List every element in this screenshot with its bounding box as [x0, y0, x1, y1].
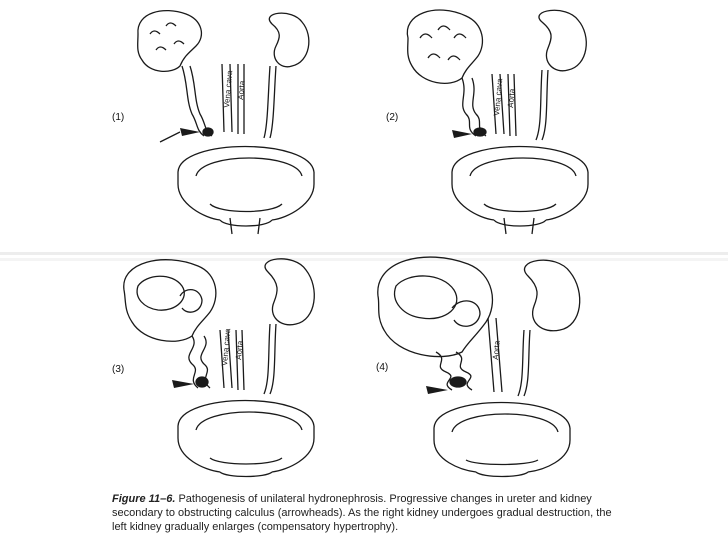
arrowhead-marker — [452, 130, 472, 138]
figure-caption: Figure 11–6. Pathogenesis of unilateral … — [112, 492, 624, 534]
stage-panel-4: (4) Aorta — [376, 256, 636, 488]
ureter-right — [263, 65, 277, 139]
pelvis-outline — [177, 172, 315, 221]
kidney-calyces — [149, 22, 185, 51]
divider-band-middle — [0, 258, 728, 261]
vena-cava-label: Vena cava — [492, 78, 504, 117]
kidney-diagram: Aorta — [377, 256, 581, 478]
ureter-left — [188, 335, 199, 389]
arrowhead-marker — [172, 380, 194, 388]
right-kidney-shape — [377, 256, 494, 358]
bladder-top — [451, 145, 589, 173]
panel-label: (2) — [386, 112, 399, 123]
stage-panel-1: (1) Vena cava Aorta — [112, 4, 380, 236]
ureter-right — [517, 329, 531, 397]
vena-cava-label: Vena cava — [222, 70, 234, 109]
aorta-vessel — [487, 317, 503, 393]
calculus — [195, 376, 209, 388]
calculus — [449, 376, 467, 388]
vena-cava-label: Vena cava — [220, 328, 232, 367]
aorta-label: Aorta — [506, 88, 517, 108]
ureter-right — [535, 69, 549, 141]
panel-label: (3) — [112, 364, 125, 375]
panel-label: (1) — [112, 112, 125, 123]
ureter-left — [461, 77, 477, 137]
stage-panel-3: (3) Vena cava Aorta — [112, 256, 380, 488]
kidney-calyces — [419, 25, 467, 61]
left-kidney-shape — [264, 258, 315, 326]
ureter-right — [263, 323, 277, 395]
aorta-vessel — [237, 64, 245, 134]
ureter-left — [181, 65, 205, 137]
figure-number: Figure 11–6. — [112, 493, 176, 505]
aorta-label: Aorta — [236, 80, 247, 100]
right-kidney-shape — [137, 10, 203, 72]
vena-cava-vessel — [491, 73, 505, 135]
left-kidney-shape — [524, 259, 581, 332]
panel-label: (4) — [376, 362, 389, 373]
left-kidney-shape — [538, 9, 587, 72]
divider-band-top — [0, 252, 728, 255]
vena-cava-vessel — [221, 63, 233, 133]
right-kidney-shape — [123, 259, 217, 342]
bladder-top — [177, 399, 315, 427]
calculus — [202, 127, 214, 137]
left-kidney-shape — [268, 12, 310, 68]
kidney-diagram: Vena cava Aorta — [406, 9, 589, 235]
pelvis-outline — [433, 428, 571, 473]
calculus — [473, 127, 487, 137]
aorta-label: Aorta — [491, 340, 502, 360]
ureter-left — [435, 351, 453, 391]
arrowhead-marker — [426, 386, 448, 394]
vena-cava-vessel — [219, 329, 233, 389]
kidney-diagram: Vena cava Aorta — [123, 258, 315, 478]
caption-text: Pathogenesis of unilateral hydronephrosi… — [112, 493, 612, 533]
right-kidney-shape — [406, 9, 484, 84]
stage-panel-2: (2) Vena cava Aorta — [386, 4, 656, 236]
aorta-vessel — [507, 73, 517, 137]
pelvis-outline — [177, 426, 315, 473]
aorta-label: Aorta — [234, 340, 245, 360]
aorta-vessel — [235, 329, 245, 391]
bladder-top — [433, 401, 571, 429]
pelvis-outline — [451, 172, 589, 221]
bladder-top — [177, 145, 315, 173]
kidney-diagram: Vena cava Aorta — [137, 10, 315, 235]
arrowhead-marker — [180, 128, 200, 136]
